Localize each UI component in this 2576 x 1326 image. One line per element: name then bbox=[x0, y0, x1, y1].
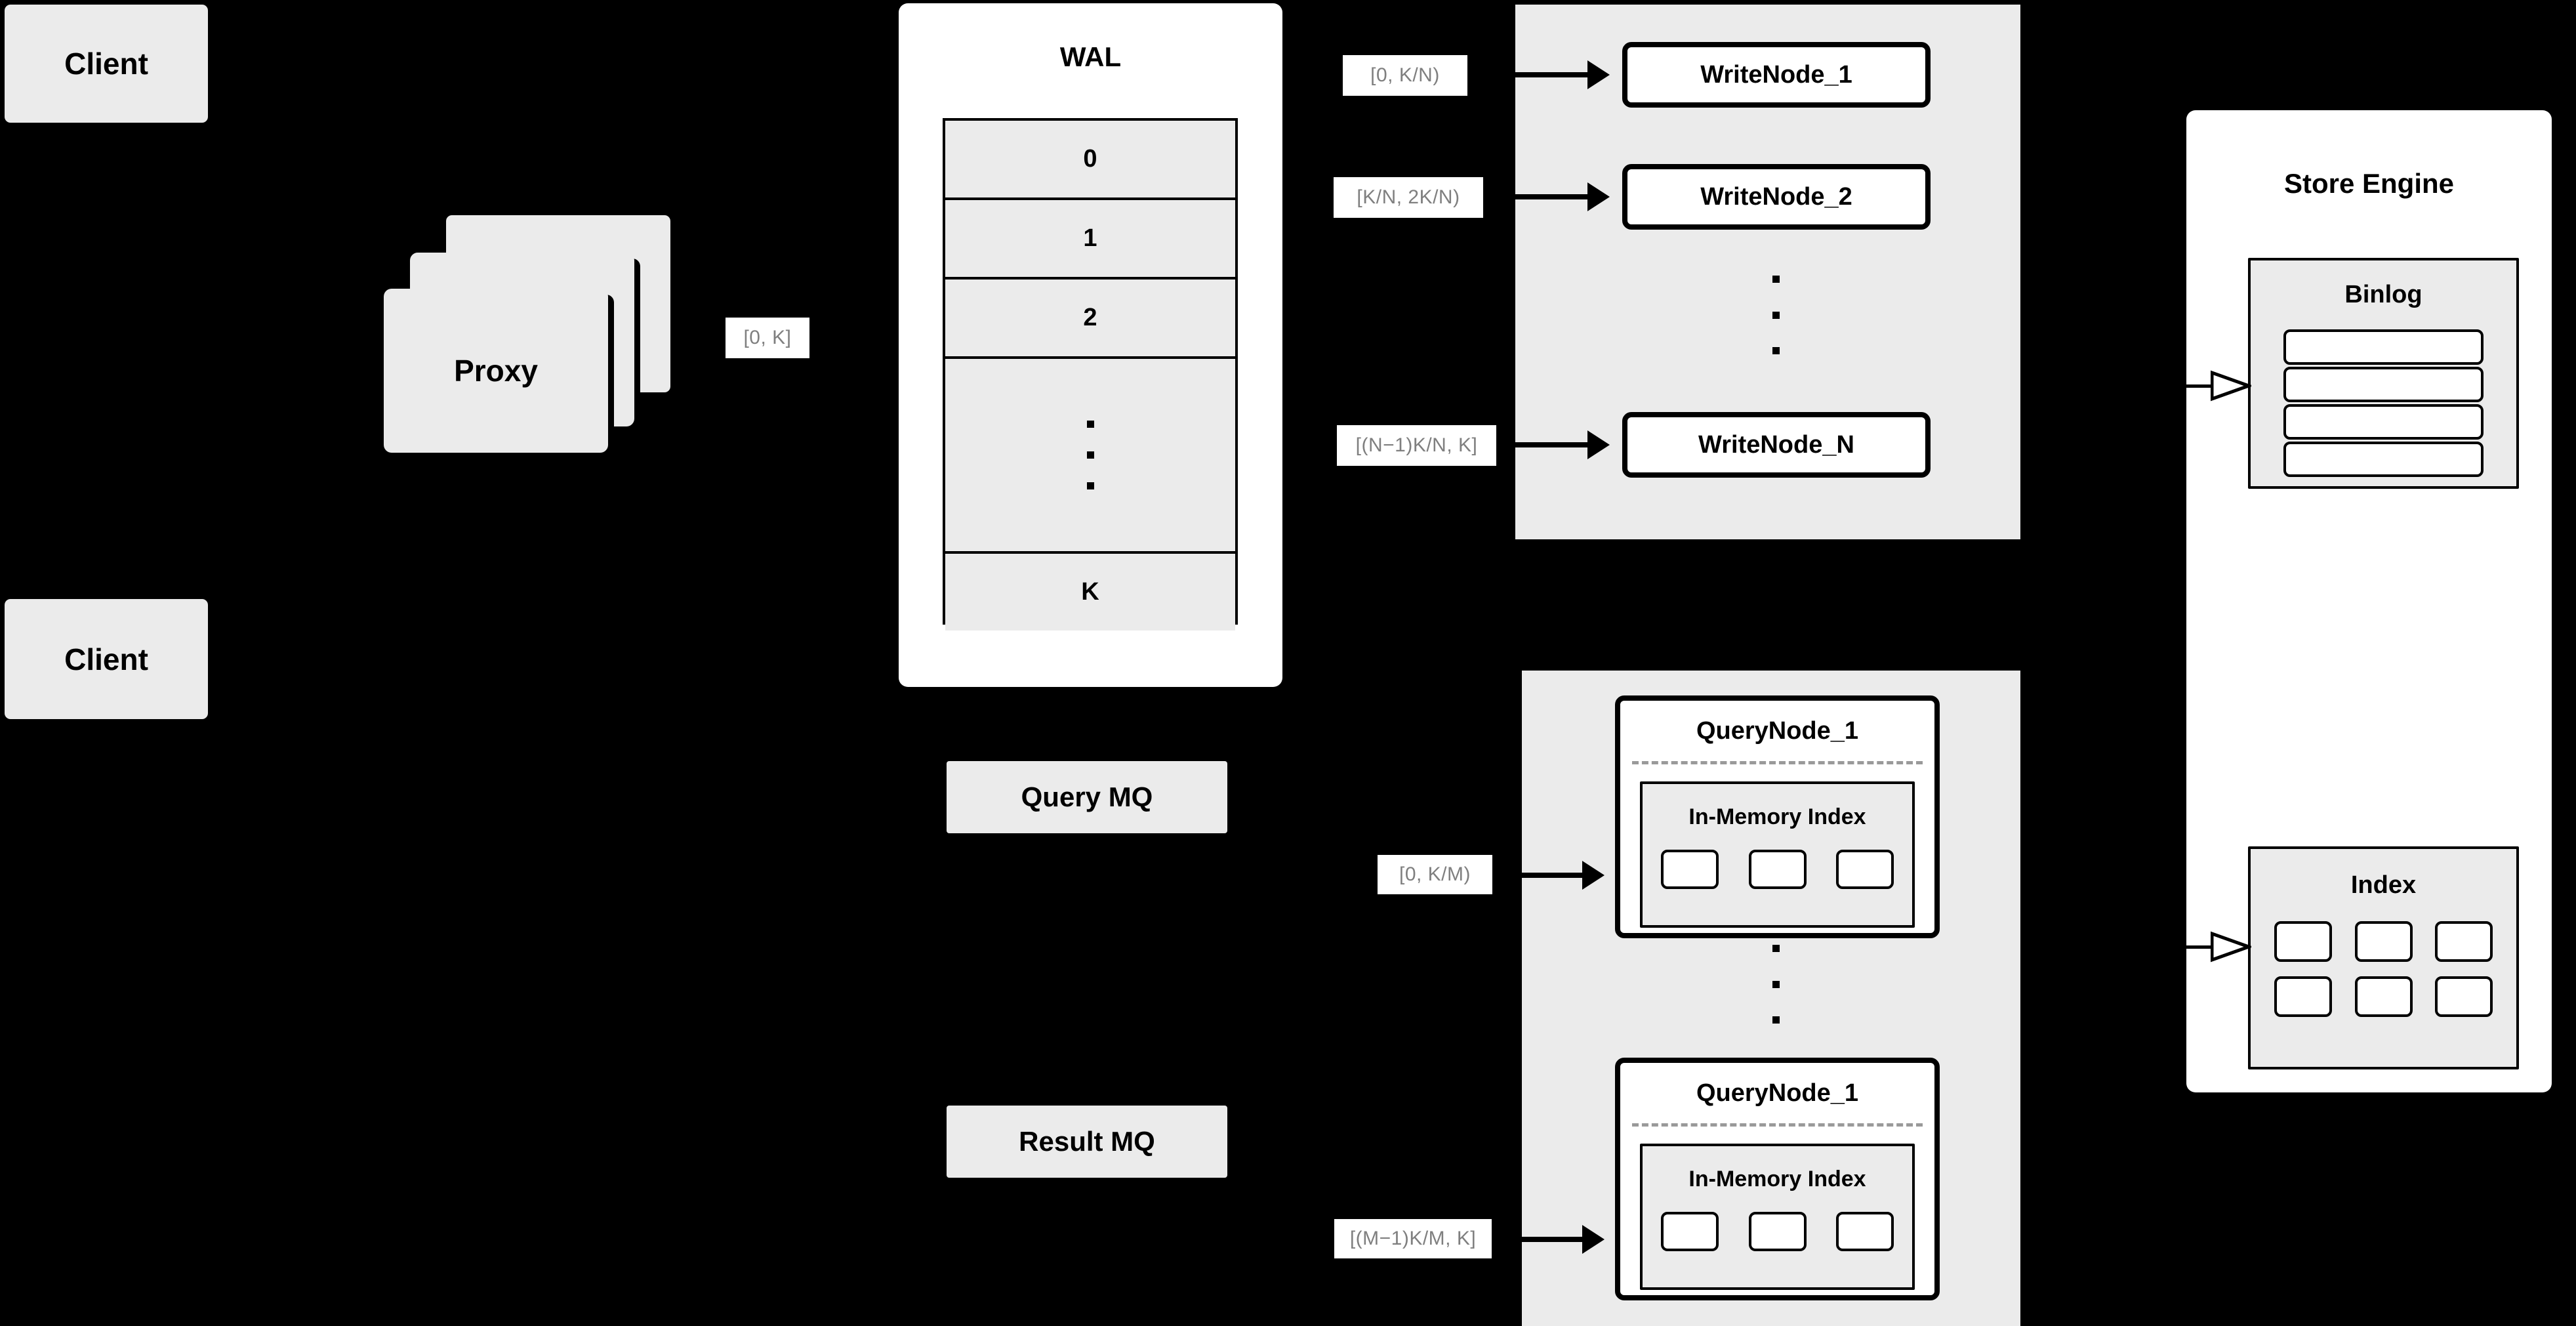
wal-row-label: K bbox=[1081, 578, 1099, 606]
query-node-2-in-memory-index: In-Memory Index bbox=[1640, 1144, 1915, 1290]
query-node-2[interactable]: QueryNode_1 In-Memory Index bbox=[1615, 1058, 1940, 1300]
write-node-n-range-label: [(N−1)K/N, K] bbox=[1337, 425, 1496, 466]
index-cell[interactable] bbox=[2354, 976, 2413, 1017]
write-node-2-range-label: [K/N, 2K/N) bbox=[1334, 177, 1483, 218]
wal-title: WAL bbox=[1059, 41, 1122, 72]
binlog-row[interactable] bbox=[2283, 404, 2484, 440]
client-box-2[interactable]: Client bbox=[5, 599, 208, 719]
index-arrow-head-icon bbox=[2211, 931, 2251, 963]
query-node-1-arrow-head bbox=[1582, 861, 1605, 890]
wal-row-ellipsis bbox=[945, 359, 1235, 554]
in-memory-index-title: In-Memory Index bbox=[1688, 804, 1866, 829]
client-label-2: Client bbox=[64, 642, 148, 676]
write-node-1[interactable]: WriteNode_1 bbox=[1622, 42, 1931, 108]
write-node-1-range-label: [0, K/N) bbox=[1343, 55, 1467, 96]
write-node-2-arrow-head bbox=[1587, 182, 1610, 211]
index-title: Index bbox=[2350, 871, 2417, 899]
index-cell[interactable] bbox=[2274, 921, 2332, 962]
write-node-2-arrow-line bbox=[1484, 194, 1587, 199]
binlog-title: Binlog bbox=[2344, 281, 2423, 308]
binlog-arrow-line bbox=[2159, 384, 2213, 388]
write-node-2-label: WriteNode_2 bbox=[1700, 182, 1852, 211]
index-cell[interactable] bbox=[2354, 921, 2413, 962]
index-cell[interactable] bbox=[1661, 1212, 1719, 1251]
index-cell[interactable] bbox=[2435, 976, 2493, 1017]
query-node-1-in-memory-index: In-Memory Index bbox=[1640, 781, 1915, 928]
query-node-1-range-label: [0, K/M) bbox=[1378, 855, 1492, 894]
query-mq-box[interactable]: Query MQ bbox=[947, 761, 1227, 833]
index-cell[interactable] bbox=[1836, 1212, 1894, 1251]
write-node-2[interactable]: WriteNode_2 bbox=[1622, 164, 1931, 230]
index-cell[interactable] bbox=[1661, 850, 1719, 889]
client-box-1[interactable]: Client bbox=[5, 5, 208, 123]
wal-row-1: 1 bbox=[945, 200, 1235, 280]
write-node-n-arrow-head bbox=[1587, 430, 1610, 459]
index-cell-row-2 bbox=[2274, 976, 2493, 1017]
write-node-n-label: WriteNode_N bbox=[1698, 430, 1854, 459]
query-node-2-arrow-line bbox=[1496, 1237, 1582, 1242]
wal-row-0: 0 bbox=[945, 121, 1235, 200]
index-arrow-line bbox=[2159, 945, 2213, 949]
in-memory-index-cells bbox=[1661, 850, 1894, 889]
wal-row-2: 2 bbox=[945, 280, 1235, 359]
binlog-arrow-head-icon bbox=[2211, 370, 2251, 402]
wal-table: 0 1 2 K bbox=[943, 118, 1238, 631]
wal-row-label: 1 bbox=[1083, 224, 1097, 252]
query-node-2-arrow-head bbox=[1582, 1225, 1605, 1254]
query-node-2-range-label: [(M−1)K/M, K] bbox=[1334, 1219, 1492, 1258]
index-cell[interactable] bbox=[1748, 1212, 1807, 1251]
proxy-label: Proxy bbox=[454, 354, 538, 388]
query-cluster-ellipsis-icon bbox=[1771, 945, 1780, 1024]
index-cell[interactable] bbox=[1748, 850, 1807, 889]
binlog-rows bbox=[2283, 329, 2484, 477]
proxy-box[interactable]: Proxy bbox=[384, 289, 608, 453]
wal-ellipsis-icon bbox=[1086, 421, 1094, 489]
index-cell[interactable] bbox=[1836, 850, 1894, 889]
query-node-1-title: QueryNode_1 bbox=[1696, 716, 1859, 745]
result-mq-box[interactable]: Result MQ bbox=[947, 1106, 1227, 1178]
wal-row-k: K bbox=[945, 554, 1235, 631]
write-node-1-label: WriteNode_1 bbox=[1700, 60, 1852, 89]
query-mq-label: Query MQ bbox=[1021, 781, 1153, 812]
index-cell-row-1 bbox=[2274, 921, 2493, 962]
query-node-2-divider bbox=[1632, 1123, 1923, 1127]
index-cell[interactable] bbox=[2274, 976, 2332, 1017]
wal-row-label: 2 bbox=[1083, 304, 1097, 331]
query-node-2-title: QueryNode_1 bbox=[1696, 1079, 1859, 1107]
in-memory-index-cells bbox=[1661, 1212, 1894, 1251]
binlog-box: Binlog bbox=[2248, 258, 2519, 489]
client-label-1: Client bbox=[64, 47, 148, 81]
write-node-n[interactable]: WriteNode_N bbox=[1622, 412, 1931, 478]
binlog-row[interactable] bbox=[2283, 329, 2484, 365]
store-engine-title: Store Engine bbox=[2283, 168, 2455, 199]
write-node-1-arrow-line bbox=[1469, 72, 1587, 77]
binlog-row[interactable] bbox=[2283, 442, 2484, 477]
index-cell[interactable] bbox=[2435, 921, 2493, 962]
binlog-row[interactable] bbox=[2283, 367, 2484, 402]
query-node-1-divider bbox=[1632, 761, 1923, 764]
query-node-1[interactable]: QueryNode_1 In-Memory Index bbox=[1615, 695, 1940, 938]
query-node-1-arrow-line bbox=[1496, 873, 1582, 878]
write-node-1-arrow-head bbox=[1587, 60, 1610, 89]
in-memory-index-title: In-Memory Index bbox=[1688, 1166, 1866, 1191]
index-box: Index bbox=[2248, 846, 2519, 1069]
wal-row-label: 0 bbox=[1083, 145, 1097, 173]
write-cluster-ellipsis-icon bbox=[1771, 276, 1780, 354]
write-node-n-arrow-line bbox=[1497, 442, 1587, 447]
proxy-range-label: [0, K] bbox=[726, 318, 809, 358]
result-mq-label: Result MQ bbox=[1019, 1126, 1155, 1157]
